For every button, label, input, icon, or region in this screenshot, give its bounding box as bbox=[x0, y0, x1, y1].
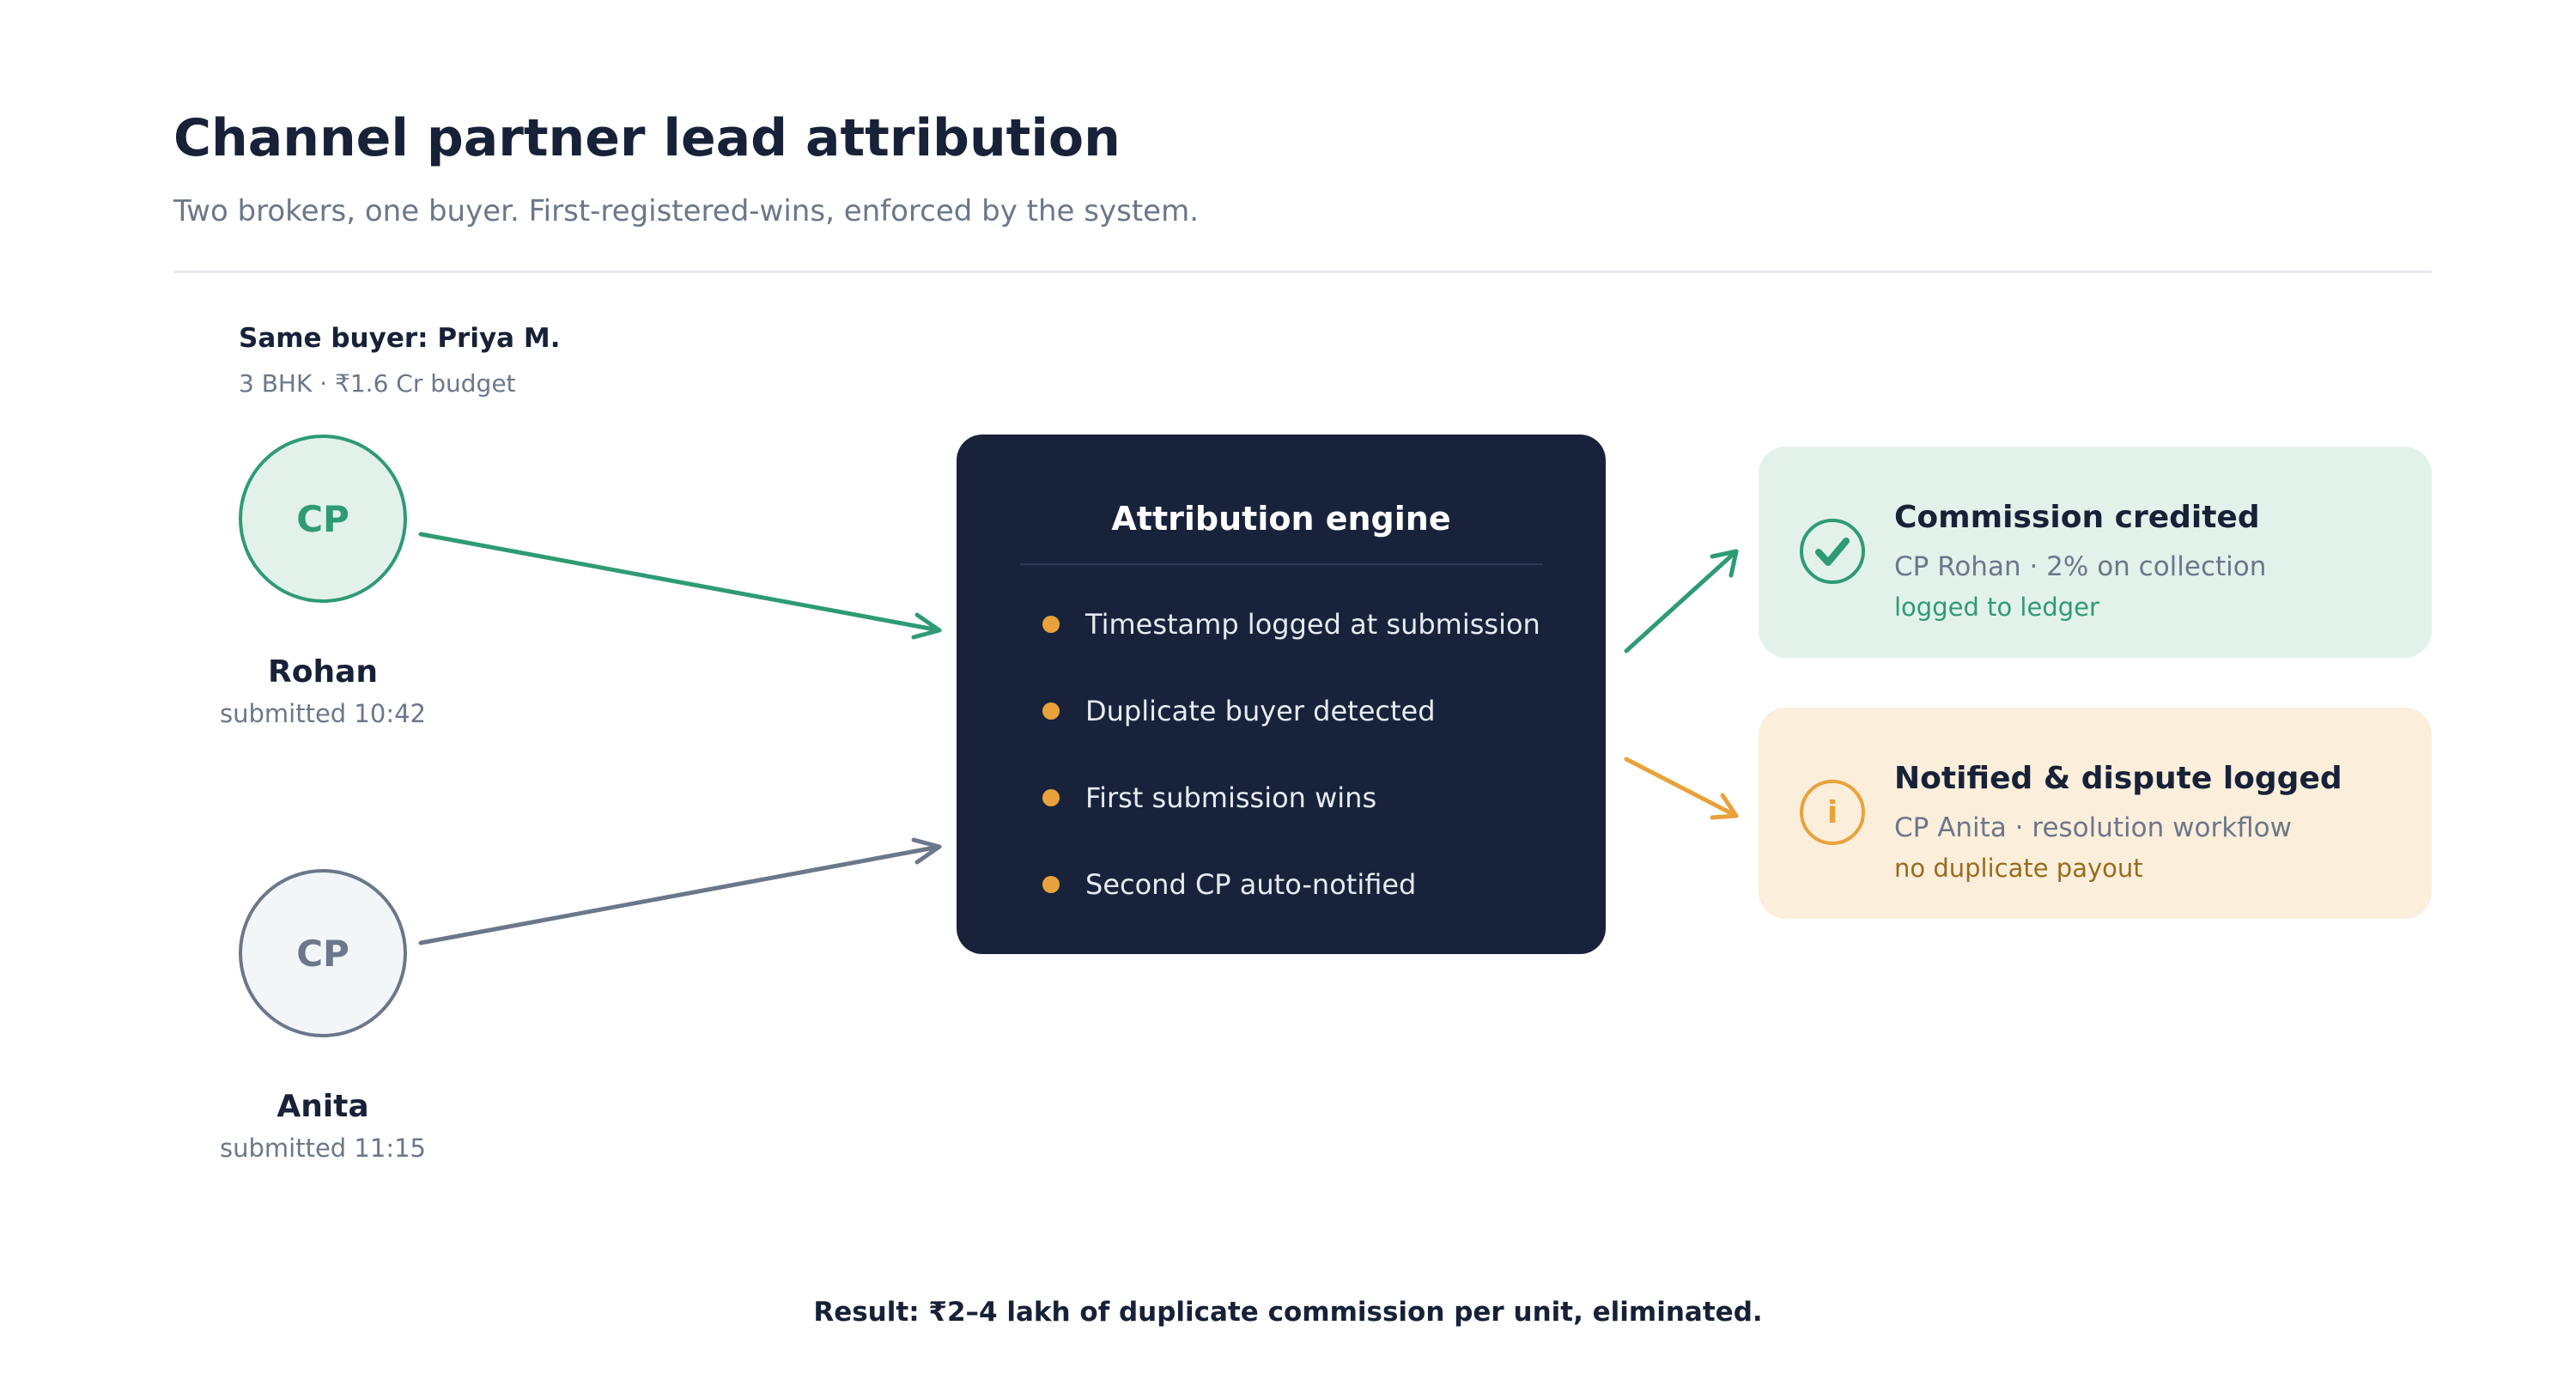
page-subtitle: Two brokers, one buyer. First-registered… bbox=[173, 194, 1200, 228]
bullet-dot-icon bbox=[1042, 789, 1060, 806]
bullet-dot-icon bbox=[1042, 616, 1060, 633]
outcome-title: Commission credited bbox=[1894, 500, 2260, 535]
arrow-engine-to-dispute bbox=[1624, 757, 1739, 820]
partner-anita-badge: CP bbox=[239, 869, 407, 1037]
outcome-note: logged to ledger bbox=[1894, 593, 2099, 622]
partner-rohan-submitted: submitted 10:42 bbox=[220, 699, 426, 728]
engine-step: First submission wins bbox=[1042, 781, 1376, 814]
header-divider bbox=[173, 271, 2432, 273]
bullet-dot-icon bbox=[1042, 702, 1060, 720]
outcome-note: no duplicate payout bbox=[1894, 854, 2143, 883]
outcome-card-dispute: i Notified & dispute logged CP Anita · r… bbox=[1759, 708, 2432, 919]
partner-rohan-badge-label: CP bbox=[296, 497, 349, 540]
engine-step: Second CP auto-notified bbox=[1042, 868, 1416, 901]
partner-anita-submitted: submitted 11:15 bbox=[220, 1134, 426, 1163]
engine-title: Attribution engine bbox=[1111, 500, 1451, 538]
arrow-rohan-to-engine bbox=[418, 532, 942, 640]
engine-step: Timestamp logged at submission bbox=[1042, 608, 1540, 641]
check-circle-icon bbox=[1800, 519, 1865, 584]
partner-rohan-badge: CP bbox=[239, 435, 407, 603]
buyer-title: Same buyer: Priya M. bbox=[239, 323, 561, 354]
arrow-engine-to-credited bbox=[1624, 549, 1739, 654]
engine-divider bbox=[1020, 563, 1542, 565]
partner-anita-badge-label: CP bbox=[296, 932, 349, 975]
outcome-detail: CP Rohan · 2% on collection bbox=[1894, 551, 2267, 582]
outcome-title: Notified & dispute logged bbox=[1894, 761, 2342, 796]
info-glyph: i bbox=[1827, 795, 1838, 830]
engine-step-label: Duplicate buyer detected bbox=[1085, 695, 1436, 727]
attribution-engine-panel: Attribution engine Timestamp logged at s… bbox=[957, 435, 1606, 954]
engine-step-label: Second CP auto-notified bbox=[1085, 868, 1417, 901]
partner-rohan-name: Rohan bbox=[267, 654, 378, 690]
outcome-card-credited: Commission credited CP Rohan · 2% on col… bbox=[1759, 447, 2432, 658]
partner-anita-name: Anita bbox=[276, 1089, 369, 1124]
result-summary: Result: ₹2–4 lakh of duplicate commissio… bbox=[813, 1297, 1763, 1328]
outcome-detail: CP Anita · resolution workflow bbox=[1894, 812, 2292, 843]
engine-step-label: First submission wins bbox=[1085, 781, 1377, 814]
bullet-dot-icon bbox=[1042, 876, 1060, 893]
engine-step: Duplicate buyer detected bbox=[1042, 695, 1436, 727]
arrow-anita-to-engine bbox=[418, 837, 942, 945]
page-title: Channel partner lead attribution bbox=[173, 108, 1121, 168]
engine-step-label: Timestamp logged at submission bbox=[1085, 608, 1540, 641]
buyer-detail: 3 BHK · ₹1.6 Cr budget bbox=[239, 369, 516, 398]
info-circle-icon: i bbox=[1800, 780, 1865, 845]
